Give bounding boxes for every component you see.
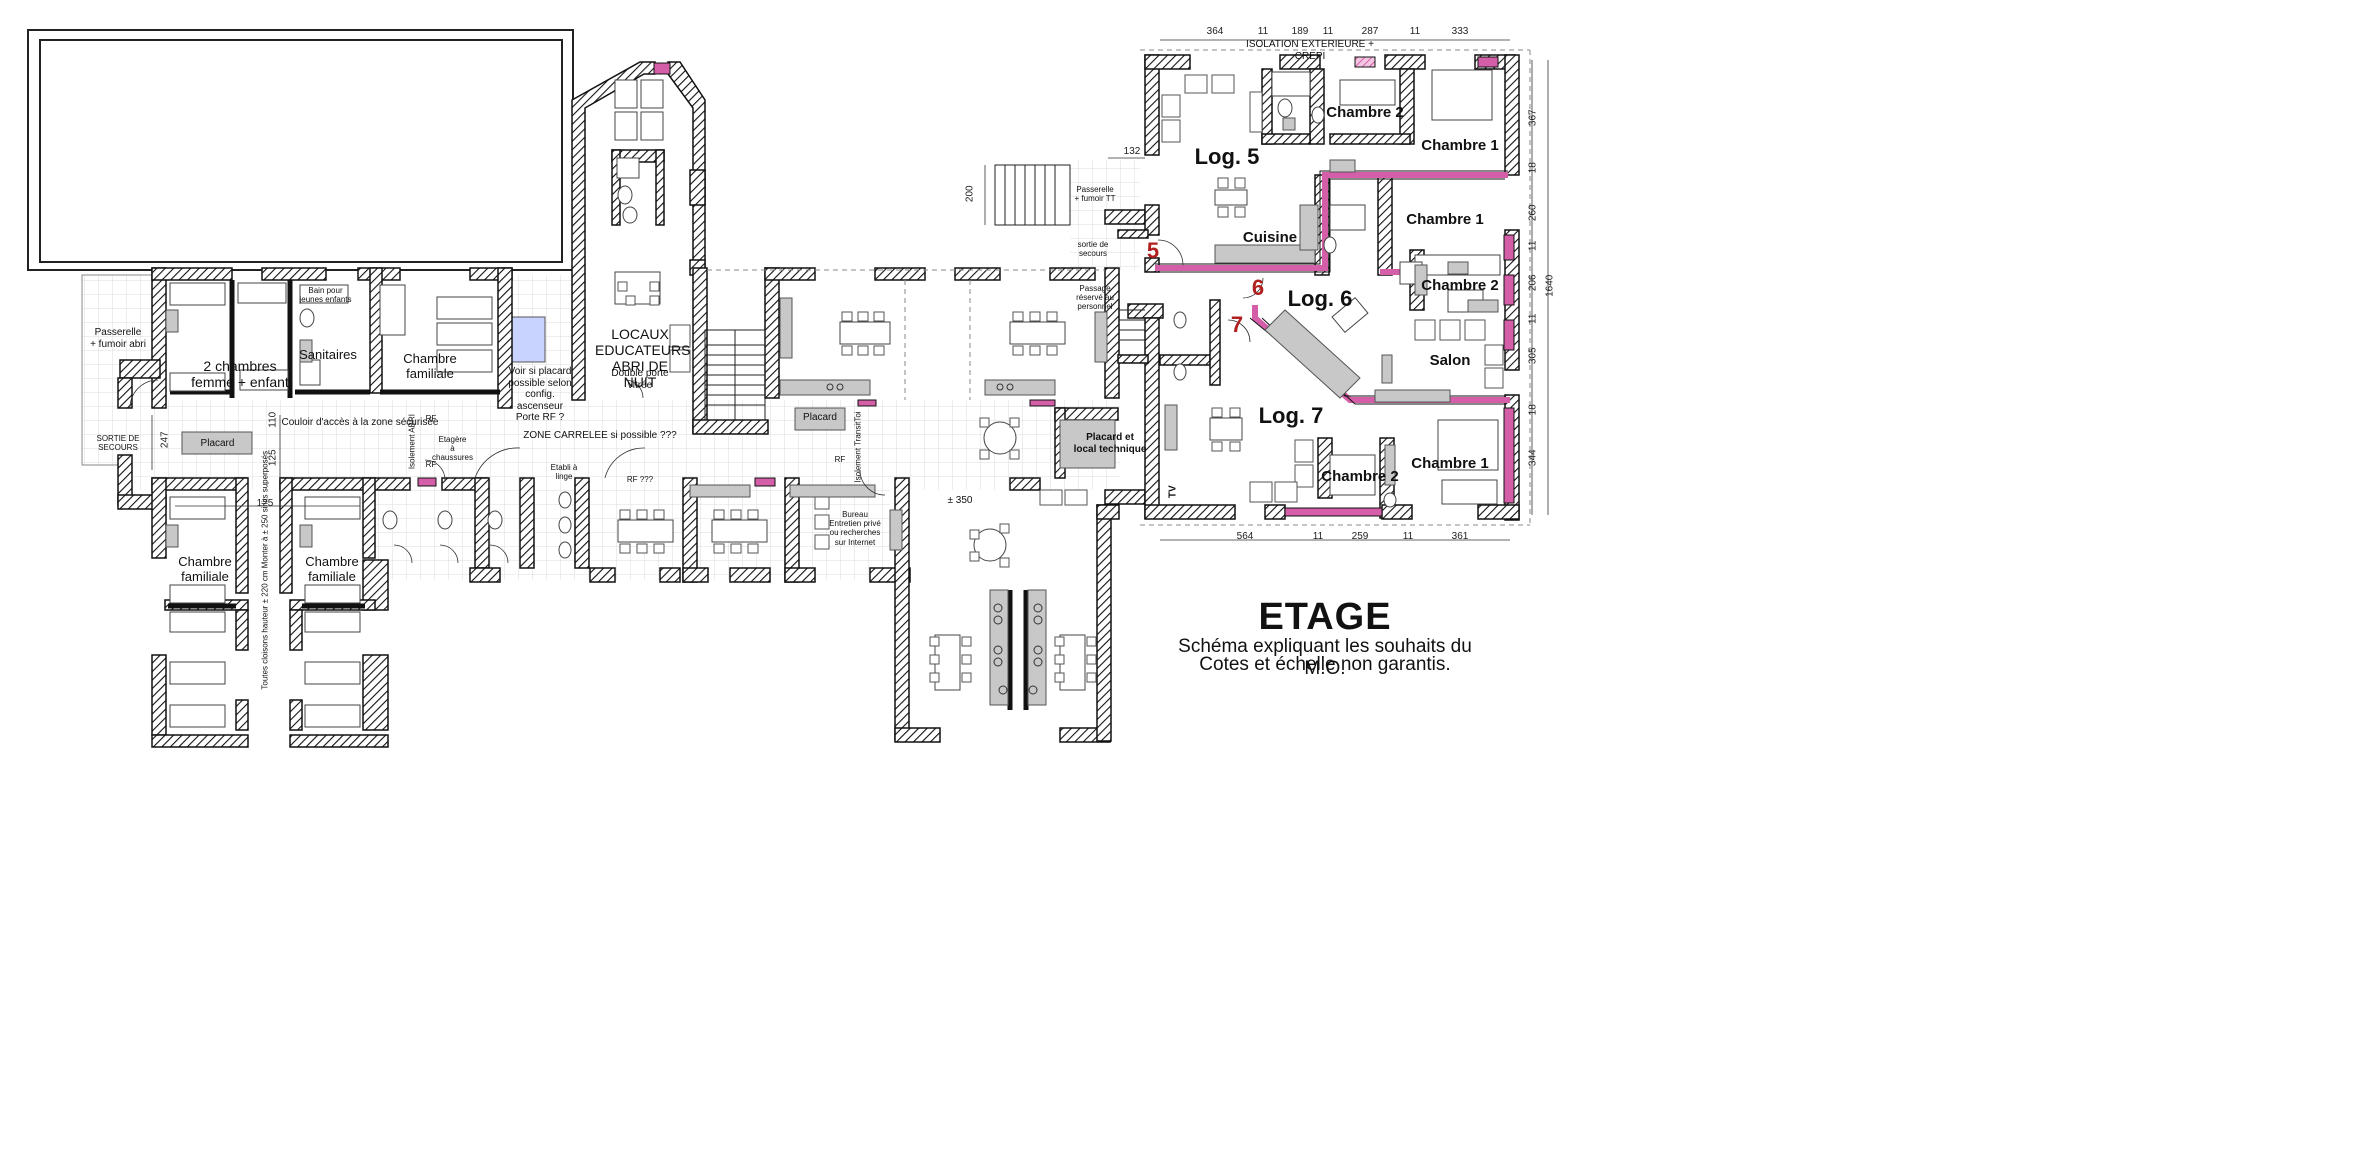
label-chambre1-log6: Chambre 1 — [1406, 211, 1484, 228]
dim-right-9: 344 — [1527, 449, 1539, 467]
label-rf-3: RF — [834, 455, 846, 464]
label-bureau: Bureau Entretien privé ou recherches sur… — [829, 510, 881, 547]
label-couloir: Couloir d'accès à la zone sécurisée — [281, 417, 439, 428]
dim-bottom-4: 11 — [1402, 531, 1414, 542]
label-chambre-familiale-top: Chambre familiale — [403, 351, 457, 381]
label-placard-mid: Placard — [803, 412, 837, 423]
label-passage: Passage réservé au personnel — [1076, 284, 1114, 312]
label-chambre1-log7: Chambre 1 — [1411, 455, 1489, 472]
marker-7: 7 — [1230, 312, 1244, 337]
dim-247: 247 — [159, 431, 171, 449]
label-log7: Log. 7 — [1258, 403, 1324, 428]
label-locaux: LOCAUX EDUCATEURS ABRI DE NUIT — [595, 326, 691, 391]
label-etabli: Etabli à linge — [550, 463, 578, 482]
label-bain: Bain pour jeunes enfants — [299, 286, 352, 305]
label-cloisons-note: Toutes cloisons hauteur ± 220 cm Monter … — [260, 450, 270, 690]
dim-right-2: 18 — [1527, 162, 1539, 174]
dim-top-7: 333 — [1451, 26, 1469, 37]
label-cuisine: Cuisine — [1242, 229, 1298, 246]
dim-top-1: 364 — [1206, 26, 1224, 37]
dim-top-3: 189 — [1291, 26, 1309, 37]
label-chambre-familiale-b2: Chambre familiale — [305, 554, 359, 584]
tiled-zones — [81, 160, 1140, 580]
stairs-central — [704, 329, 766, 421]
dim-125-h: 125 — [256, 498, 274, 509]
dim-bottom-5: 361 — [1451, 531, 1469, 542]
label-voir-placard: Voir si placard possible selon config. a… — [508, 366, 572, 423]
label-isolation: ISOLATION EXTERIEURE + CREPI — [1246, 39, 1374, 62]
drawing-title: ETAGE — [1258, 596, 1392, 638]
armchairs — [669, 74, 1504, 550]
label-sanitaires: Sanitaires — [299, 347, 357, 362]
label-chambre2-log5: Chambre 2 — [1326, 104, 1404, 121]
dim-top-4: 11 — [1322, 26, 1334, 37]
label-log6: Log. 6 — [1287, 286, 1353, 311]
label-2-chambres: 2 chambres femme + enfant — [191, 358, 289, 391]
label-log5: Log. 5 — [1194, 144, 1260, 169]
label-placard-left: Placard — [200, 438, 235, 449]
kitchen-counter-diagonal — [1264, 309, 1361, 399]
door-swings — [129, 239, 1264, 564]
dim-total-right: 1640 — [1544, 274, 1556, 297]
label-rf-4: RF ??? — [626, 475, 654, 484]
label-double-porte: Double porte vitrée — [611, 368, 669, 391]
label-level-350: ± 350 — [947, 495, 973, 506]
kitchen-counter-log5 — [1214, 244, 1316, 264]
chairs — [617, 177, 1246, 683]
dim-132: 132 — [1123, 146, 1141, 157]
dimension-lines — [151, 39, 1549, 541]
label-chambre1-log5: Chambre 1 — [1421, 137, 1499, 154]
dim-right-4: 11 — [1527, 240, 1539, 251]
pink-markers — [417, 56, 1515, 517]
dim-right-8: 18 — [1527, 404, 1539, 416]
label-isolement-transitoi: Isolement TransitToi — [853, 411, 863, 483]
partitions — [168, 280, 1029, 710]
dim-top-6: 11 — [1409, 26, 1421, 37]
dim-right-1: 367 — [1527, 109, 1539, 127]
dim-top-5: 287 — [1361, 26, 1379, 37]
label-isolement-abri: Isolement ABRI — [407, 414, 417, 470]
label-rf-1: RF — [425, 414, 437, 423]
label-sortie-secours: SORTIE DE SECOURS — [96, 434, 140, 453]
label-chambre2-log7: Chambre 2 — [1321, 468, 1399, 485]
label-tv: TV — [1167, 485, 1179, 499]
dashed-lines — [707, 49, 1531, 526]
dim-bottom-2: 11 — [1312, 531, 1324, 542]
drawing-subtitle-line2: Cotes et échelle non garantis. — [1199, 654, 1451, 675]
dim-right-6: 11 — [1527, 313, 1539, 324]
dim-right-5: 206 — [1527, 274, 1539, 292]
label-passerelle-right: Passerelle + fumoir TT — [1074, 185, 1116, 204]
dim-110: 110 — [267, 411, 279, 428]
label-zone-carrelee: ZONE CARRELEE si possible ??? — [523, 430, 677, 441]
beds — [169, 69, 1501, 728]
label-salon: Salon — [1429, 352, 1471, 369]
terrace-outline — [27, 29, 574, 271]
label-placard-technique: Placard et local technique — [1073, 432, 1147, 455]
stairs-external — [994, 164, 1145, 341]
label-chambre-familiale-b1: Chambre familiale — [178, 554, 232, 584]
dim-bottom-1: 564 — [1236, 531, 1254, 542]
dim-right-7: 305 — [1527, 347, 1539, 365]
label-chambre2-log6: Chambre 2 — [1421, 277, 1499, 294]
dim-right-3: 260 — [1527, 204, 1539, 222]
stoves — [826, 383, 1043, 695]
label-etagere: Etagère à chaussures — [432, 435, 473, 463]
label-rf-2: RF — [425, 460, 437, 469]
label-sortie-right: sortie de secours — [1077, 240, 1109, 259]
label-passerelle-left: Passerelle + fumoir abri — [90, 327, 146, 350]
dim-bottom-3: 259 — [1351, 531, 1369, 542]
marker-6: 6 — [1251, 275, 1265, 300]
dim-125-v: 125 — [267, 449, 279, 467]
dim-200: 200 — [964, 185, 976, 203]
drawing-subtitle-line1: Schéma expliquant les souhaits du M.O. — [1178, 636, 1472, 679]
marker-5: 5 — [1146, 238, 1160, 263]
dim-top-2: 11 — [1257, 26, 1269, 37]
